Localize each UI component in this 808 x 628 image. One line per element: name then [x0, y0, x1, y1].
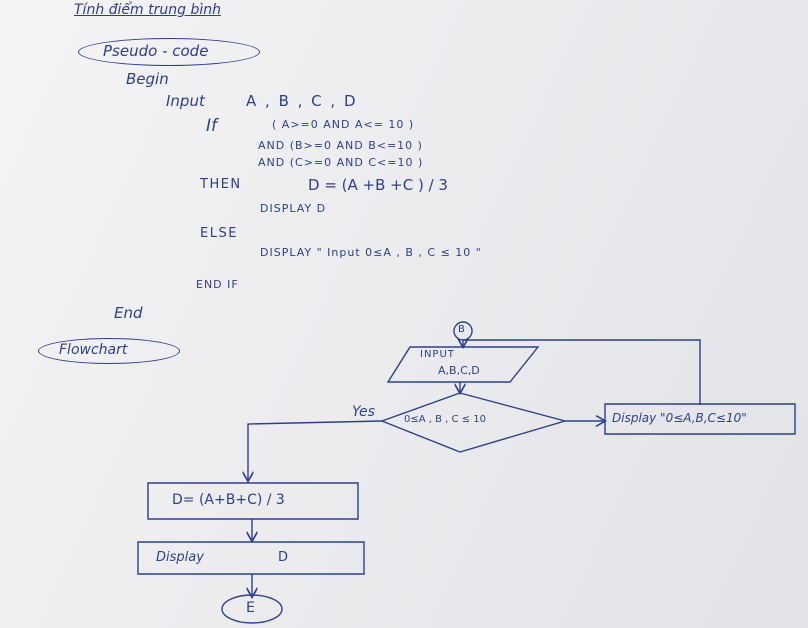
display-d-label: Display — [156, 550, 204, 565]
if-keyword: If — [206, 116, 217, 136]
yes-label: Yes — [352, 404, 375, 420]
condition-c: AND (C>=0 AND C<=10 ) — [258, 156, 424, 169]
then-keyword: THEN — [200, 177, 242, 192]
flowchart-heading: Flowchart — [38, 338, 180, 364]
pseudo-code-heading: Pseudo - code — [78, 38, 260, 66]
else-keyword: ELSE — [200, 226, 238, 241]
end-terminal — [222, 595, 282, 623]
end-label: E — [246, 600, 255, 616]
process-box — [148, 483, 358, 519]
display-d-statement: DISPLAY D — [260, 202, 327, 215]
display-error-label: Display "0≤A,B,C≤10" — [612, 411, 747, 425]
flowchart-label: Flowchart — [59, 342, 128, 358]
condition-a: ( A>=0 AND A<= 10 ) — [272, 118, 415, 131]
input-line-2: A,B,C,D — [438, 364, 480, 377]
input-line-1: INPUT — [420, 349, 455, 360]
process-formula: D= (A+B+C) / 3 — [172, 492, 285, 508]
display-d-value: D — [278, 550, 289, 565]
pseudo-code-label: Pseudo - code — [103, 42, 209, 60]
end-keyword: End — [114, 304, 143, 322]
decision-condition: 0≤A , B , C ≤ 10 — [404, 414, 486, 425]
display-d-box — [138, 542, 364, 574]
average-formula: D = (A +B +C ) / 3 — [308, 176, 448, 194]
decision-diamond — [382, 393, 565, 452]
condition-b: AND (B>=0 AND B<=10 ) — [258, 139, 423, 152]
input-parallelogram — [388, 347, 538, 382]
input-keyword: Input — [166, 92, 205, 110]
input-variables: A , B , C , D — [246, 92, 358, 110]
page-title: Tính điểm trung bình — [74, 2, 221, 18]
display-error-statement: DISPLAY " Input 0≤A , B , C ≤ 10 " — [260, 246, 482, 259]
display-error-box — [605, 404, 795, 434]
connector-b-label: B — [458, 324, 465, 335]
end-if-keyword: END IF — [196, 278, 239, 291]
begin-keyword: Begin — [126, 70, 169, 88]
